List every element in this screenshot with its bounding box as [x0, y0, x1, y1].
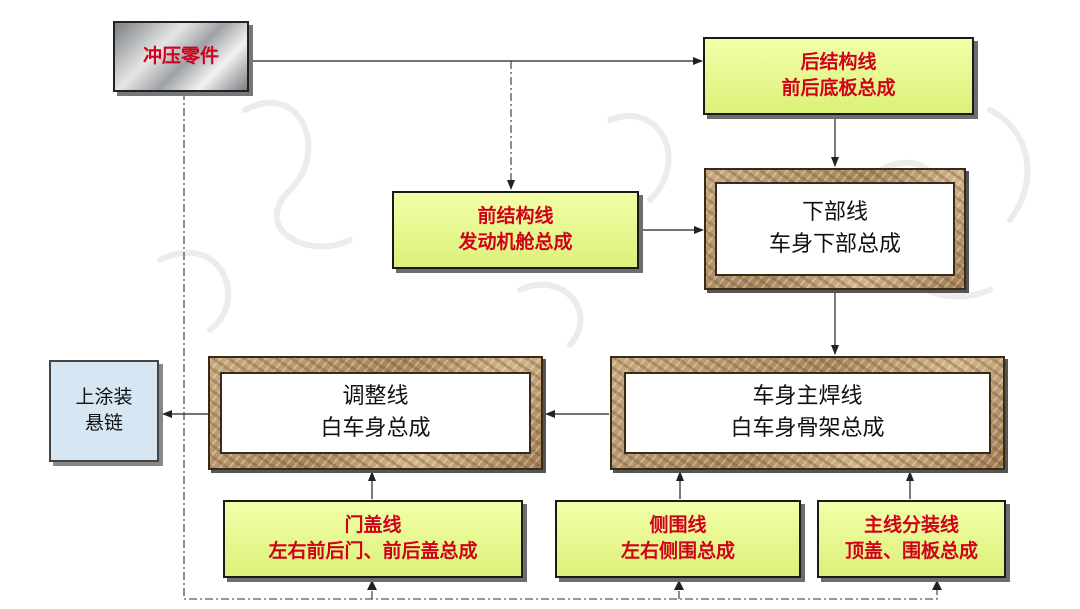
- adjustment-subtitle: 白车身总成: [320, 416, 431, 441]
- front-structure-node: 前结构线 发动机舱总成: [392, 191, 639, 269]
- paint-conveyor-subtitle: 悬链: [84, 412, 123, 434]
- watermark-pattern: [157, 99, 1031, 348]
- door-cover-node: 门盖线 左右前后门、前后盖总成: [223, 500, 523, 578]
- front-structure-title: 前结构线: [477, 205, 554, 228]
- adjustment-title: 调整线: [342, 384, 409, 410]
- main-welding-node: 车身主焊线 白车身骨架总成: [610, 356, 1005, 470]
- stamping-parts-label: 冲压零件: [142, 44, 219, 67]
- lower-body-node: 下部线 车身下部总成: [704, 168, 966, 290]
- side-panel-title: 侧围线: [649, 514, 707, 537]
- paint-conveyor-node: 上涂装 悬链: [49, 360, 159, 462]
- door-cover-subtitle: 左右前后门、前后盖总成: [268, 540, 478, 562]
- adjustment-node: 调整线 白车身总成: [208, 356, 543, 470]
- stamping-parts-node: 冲压零件: [113, 21, 249, 92]
- supply-line-bottom: [183, 92, 938, 600]
- main-welding-subtitle: 白车身骨架总成: [730, 416, 885, 441]
- lower-body-title: 下部线: [801, 200, 868, 226]
- roof-subassembly-subtitle: 顶盖、围板总成: [844, 540, 978, 562]
- roof-subassembly-node: 主线分装线 顶盖、围板总成: [817, 500, 1006, 578]
- door-cover-title: 门盖线: [344, 514, 402, 537]
- arrowhead-supply-side: [674, 580, 684, 590]
- arrowhead-supply-roof: [932, 580, 942, 590]
- rear-structure-node: 后结构线 前后底板总成: [703, 37, 974, 115]
- side-panel-subtitle: 左右侧围总成: [620, 540, 735, 562]
- rear-structure-title: 后结构线: [800, 51, 877, 74]
- side-panel-node: 侧围线 左右侧围总成: [555, 500, 801, 578]
- lower-body-subtitle: 车身下部总成: [768, 232, 901, 257]
- paint-conveyor-title: 上涂装: [75, 386, 133, 409]
- rear-structure-subtitle: 前后底板总成: [781, 77, 896, 99]
- arrowhead-supply-door: [367, 580, 377, 590]
- main-welding-title: 车身主焊线: [752, 384, 863, 410]
- front-structure-subtitle: 发动机舱总成: [458, 231, 573, 253]
- roof-subassembly-title: 主线分装线: [863, 514, 959, 537]
